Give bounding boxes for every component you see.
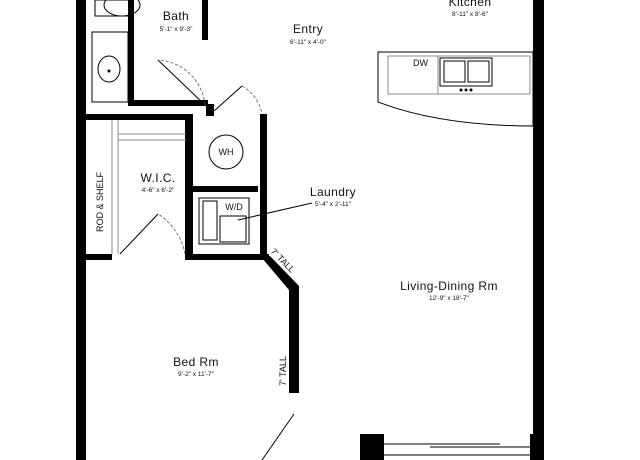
water-heater: WH — [208, 134, 244, 170]
sink-icon — [97, 55, 121, 83]
laundry-dims: 5'-4" x 2'-11" — [315, 201, 352, 208]
toilet-bowl-icon — [103, 0, 141, 17]
vanity — [91, 31, 129, 103]
bath-door — [157, 59, 206, 106]
living-dims: 12'-9" x 18'-7" — [429, 295, 470, 302]
exterior-walls — [76, 0, 544, 460]
bath-area — [91, 0, 208, 106]
wic-dims: 4'-6" x 6'-2" — [142, 187, 175, 194]
bath-dims: 5'-1" x 9'-3" — [160, 26, 193, 33]
sliding-door — [360, 434, 544, 460]
toilet-tank — [94, 0, 130, 17]
washer-dryer: W/D — [198, 197, 250, 245]
dishwasher-label: DW — [413, 58, 428, 68]
water-heater-icon — [208, 134, 244, 170]
kitchen-sink-icon — [439, 57, 493, 87]
rod-and-shelf: ROD & SHELF — [95, 120, 186, 254]
closet-door — [213, 85, 243, 112]
kitchen-dims: 8'-11" x 8'-6" — [452, 11, 489, 18]
wic-door — [119, 213, 159, 255]
kitchen-label: Kitchen — [449, 0, 492, 9]
laundry-leader-line — [237, 202, 313, 221]
entry-dims: 6'-11" x 4'-0" — [290, 39, 327, 46]
bedroom-label: Bed Rm — [173, 355, 219, 369]
interior-walls — [86, 104, 299, 393]
bath-label: Bath — [163, 9, 189, 23]
washer-dryer-label: W/D — [225, 202, 243, 212]
entry-label: Entry — [293, 22, 323, 36]
bedroom-door — [261, 413, 295, 460]
tall-note-lower: 7' TALL — [278, 356, 288, 386]
rod-shelf-label: ROD & SHELF — [95, 171, 105, 232]
water-heater-label: WH — [219, 147, 234, 157]
bedroom-dims: 9'-2" x 11'-7" — [178, 371, 215, 378]
wic-label: W.I.C. — [140, 171, 175, 185]
living-label: Living-Dining Rm — [400, 279, 498, 293]
laundry-label: Laundry — [310, 185, 356, 199]
kitchen-counter: DW — [377, 51, 534, 127]
